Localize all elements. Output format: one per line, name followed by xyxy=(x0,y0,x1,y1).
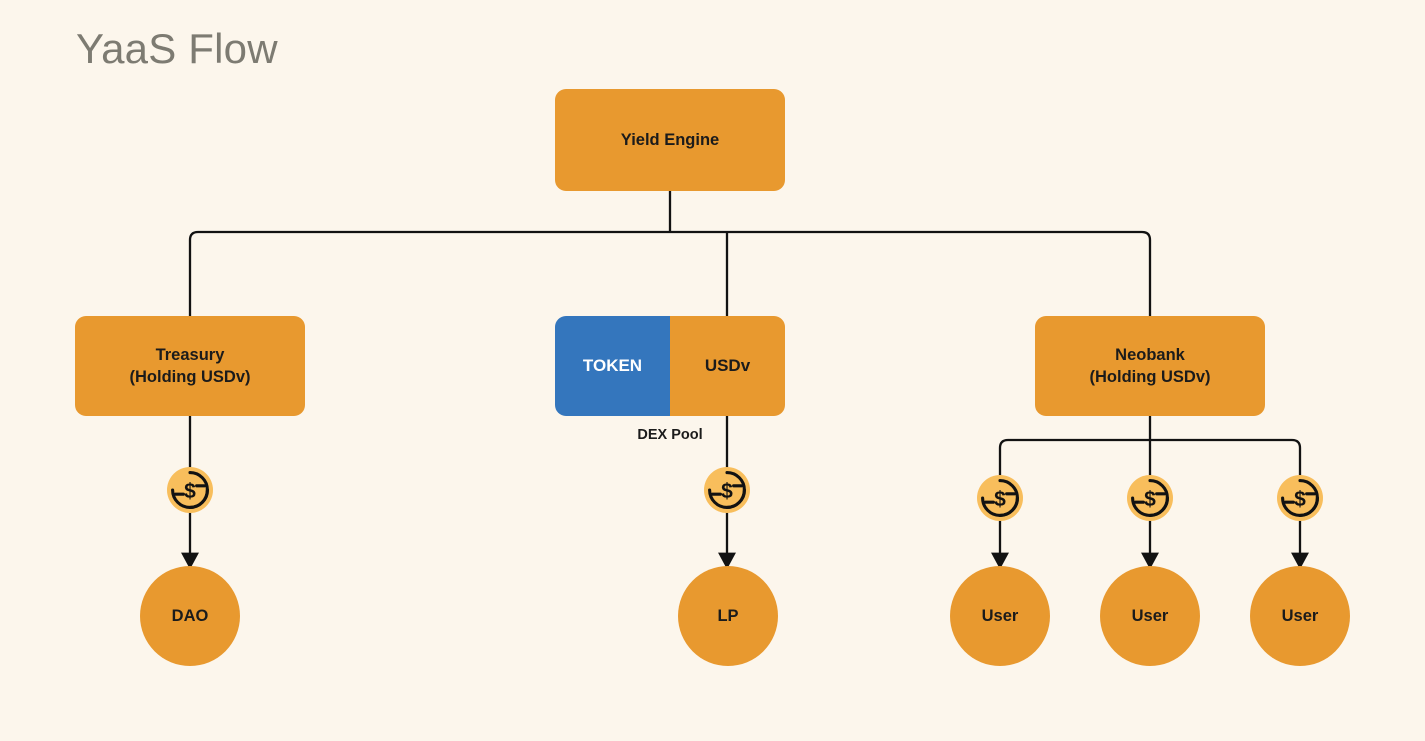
coin-neobank-to-user-2: $ xyxy=(1126,474,1174,522)
svg-text:$: $ xyxy=(1294,488,1306,511)
node-dao-label: DAO xyxy=(171,606,209,625)
node-neobank[interactable]: Neobank (Holding USDv) xyxy=(1035,316,1265,416)
node-dex-pool-usdv-label: USDv xyxy=(704,356,751,375)
node-neobank-label-line1: Neobank xyxy=(1115,345,1185,364)
svg-text:$: $ xyxy=(184,480,196,503)
coin-neobank-to-user-3: $ xyxy=(1276,474,1324,522)
node-yield-engine-label: Yield Engine xyxy=(620,130,720,149)
coin-treasury-to-dao: $ xyxy=(166,466,214,514)
node-lp-label: LP xyxy=(717,606,739,625)
node-yield-engine[interactable]: Yield Engine xyxy=(555,89,785,191)
node-dao[interactable]: DAO xyxy=(140,566,240,666)
node-treasury-label-line1: Treasury xyxy=(155,345,225,364)
svg-text:$: $ xyxy=(994,488,1006,511)
node-treasury-label-line2: (Holding USDv) xyxy=(129,368,251,386)
node-user-2-label: User xyxy=(1131,606,1169,625)
node-user-3[interactable]: User xyxy=(1250,566,1350,666)
coin-neobank-to-user-1: $ xyxy=(976,474,1024,522)
page-title: YaaS Flow xyxy=(76,25,278,72)
node-dex-pool-token-label: TOKEN xyxy=(582,356,643,375)
node-user-2[interactable]: User xyxy=(1100,566,1200,666)
svg-text:$: $ xyxy=(1144,488,1156,511)
node-dex-pool-caption: DEX Pool xyxy=(637,427,703,443)
coin-dex-to-lp: $ xyxy=(703,466,751,514)
node-neobank-label-line2: (Holding USDv) xyxy=(1089,368,1211,386)
node-user-3-label: User xyxy=(1281,606,1319,625)
node-dex-pool-token-half[interactable]: TOKEN xyxy=(555,316,670,416)
svg-text:$: $ xyxy=(721,480,733,503)
node-treasury[interactable]: Treasury (Holding USDv) xyxy=(75,316,305,416)
node-user-1-label: User xyxy=(981,606,1019,625)
node-dex-pool-usdv-half[interactable]: USDv xyxy=(670,316,785,416)
node-user-1[interactable]: User xyxy=(950,566,1050,666)
node-dex-pool[interactable]: TOKEN USDv xyxy=(555,316,785,416)
node-lp[interactable]: LP xyxy=(678,566,778,666)
